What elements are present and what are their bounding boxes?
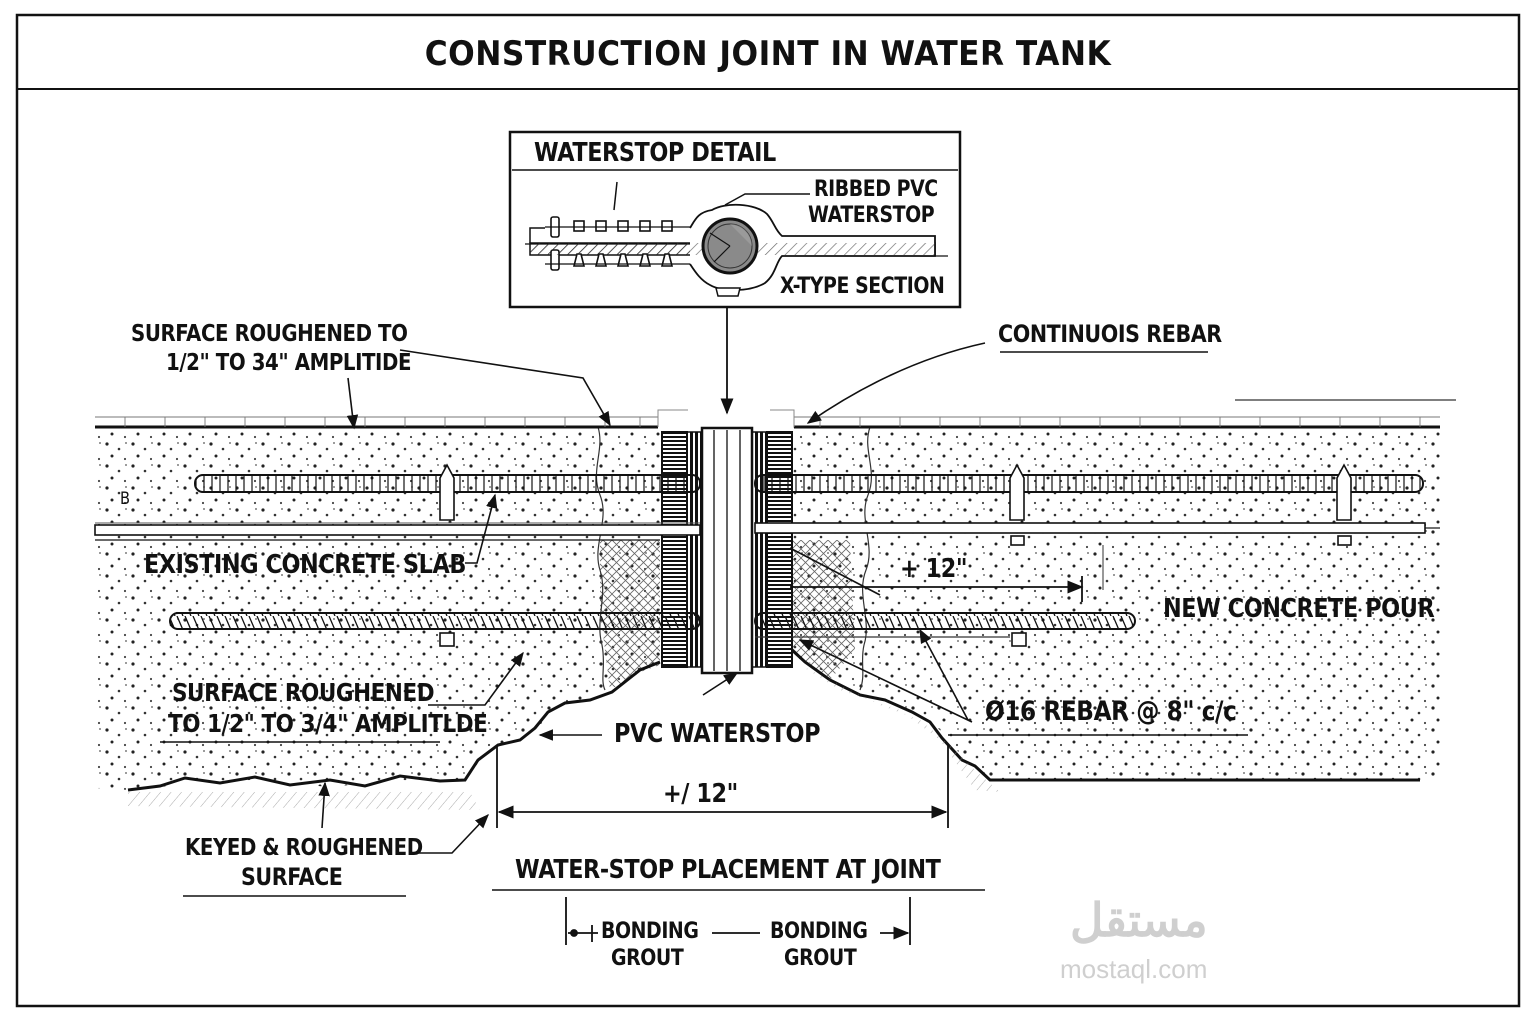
joint-assembly (661, 426, 793, 675)
leader-keyed-right (416, 813, 489, 854)
drawing-border (15, 13, 1521, 1008)
bottom-rebar (169, 612, 1136, 647)
top-rebar (194, 463, 1424, 546)
leader-rebar-a (919, 628, 969, 721)
leader-surface-bottom (428, 651, 524, 706)
x-type-section-label: X-TYPE SECTION (780, 274, 945, 299)
waterstop-detail-box (508, 130, 962, 309)
keyed-label-2: SURFACE (241, 863, 343, 891)
surface-bottom-label-1: SURFACE ROUGHENED (172, 678, 435, 707)
dimension-bottom (496, 745, 949, 828)
bonding-right-label-1: BONDING (770, 919, 868, 944)
middle-distribution-bar (94, 522, 1440, 536)
leader-rebar-b (798, 639, 973, 723)
ribbed-pvc-label-1: RIBBED PVC (814, 177, 938, 202)
bonding-left-label-1: BONDING (601, 919, 699, 944)
new-pour-label: NEW CONCRETE POUR (1163, 594, 1435, 624)
bonding-right-label-2: GROUT (784, 946, 857, 971)
dim-bottom-label: +/ 12" (663, 779, 738, 809)
keyed-label-1: KEYED & ROUGHENED (185, 835, 423, 861)
surface-top-label-2: 1/2" TO 34" AMPLITIDE (166, 350, 412, 376)
dim-right-label: + 12" (900, 554, 968, 584)
rebar-spec-label: Ø16 REBAR @ 8" c/c (985, 696, 1237, 727)
leader-rebar-c (789, 547, 881, 596)
leader-pvc-waterstop-up (702, 672, 739, 696)
leader-existing-slab (465, 493, 498, 564)
placement-label: WATER-STOP PLACEMENT AT JOINT (515, 855, 941, 885)
continuous-rebar-label: CONTINUOIS REBAR (998, 320, 1222, 348)
watermark-arabic: مستقل (1070, 894, 1208, 946)
pvc-waterstop-label: PVC WATERSTOP (614, 719, 821, 749)
leader-keyed-top (318, 781, 330, 829)
dimension-right (790, 545, 1104, 602)
leader-surface-top-b (346, 377, 359, 430)
leader-surface-top-a (399, 349, 611, 427)
leader-continuous-rebar (806, 342, 986, 424)
ribbed-pvc-label-2: WATERSTOP (808, 203, 935, 228)
existing-slab-label: EXISTING CONCRETE SLAB (144, 550, 466, 580)
watermark-latin: mostaql.com (1060, 954, 1208, 984)
bonding-left-label-2: GROUT (611, 946, 684, 971)
detail-box-title: WATERSTOP DETAIL (534, 138, 776, 168)
bonding-grout-bracket (565, 897, 911, 945)
new-concrete-pour (790, 399, 1456, 792)
surface-top-label-1: SURFACE ROUGHENED TO (131, 321, 408, 347)
stray-mark: B (120, 489, 130, 509)
surface-bottom-label-2: TO 1/2" TO 3/4" AMPLITLDE (168, 709, 488, 738)
drawing-title: CONSTRUCTION JOINT IN WATER TANK (424, 34, 1112, 74)
